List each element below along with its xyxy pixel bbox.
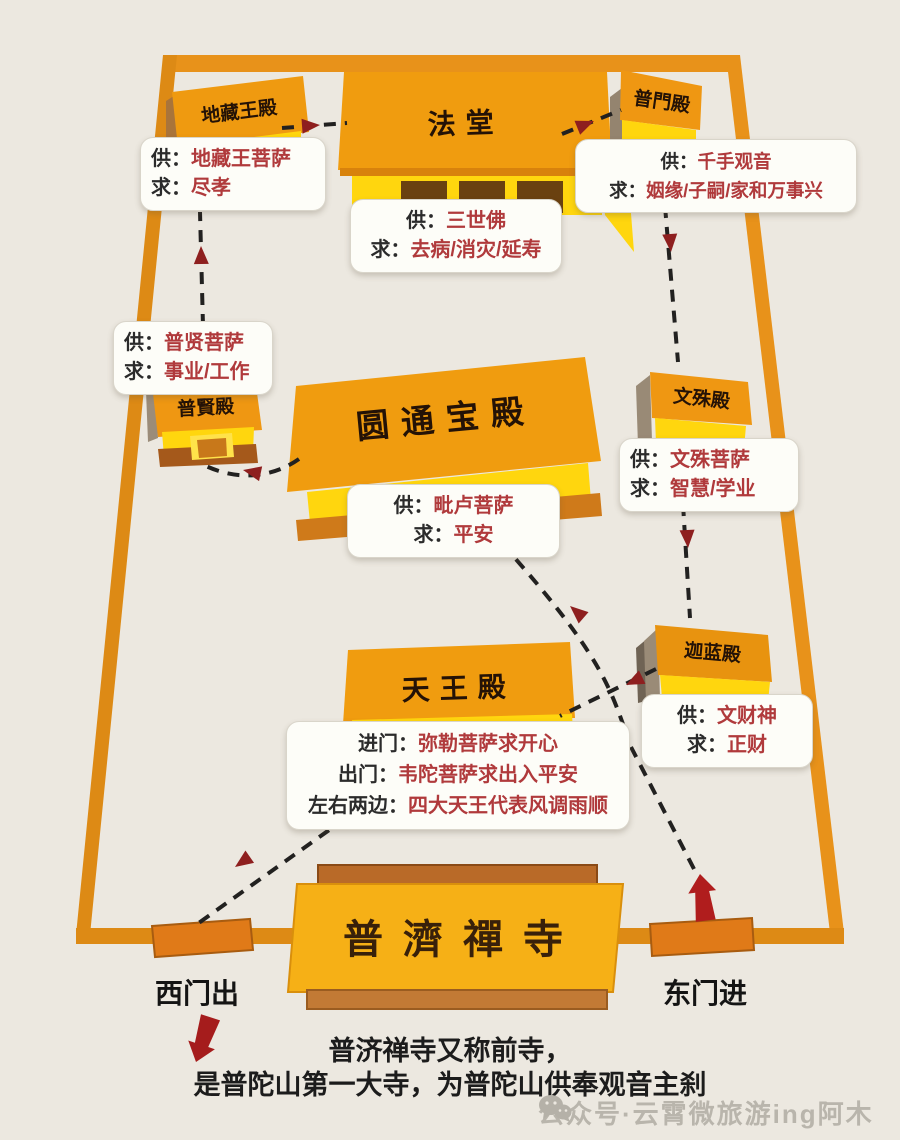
east-gate-label: 东门进	[663, 978, 748, 1009]
card-line: 供：千手观音	[660, 151, 772, 172]
puxian-door-inner	[197, 438, 227, 458]
arrowhead-left-icon	[243, 466, 263, 482]
info-card-qielan: 供：文财神 求：正财	[641, 694, 813, 768]
card-line: 左右两边：四大天王代表风调雨顺	[308, 795, 608, 817]
gate-arrows	[188, 874, 717, 1062]
card-line: 求：去病/消灾/延寿	[370, 239, 542, 261]
wechat-icon	[539, 1095, 572, 1122]
route-puxian-to-dizang	[198, 211, 205, 327]
route-wenshu-to-qielan	[681, 503, 692, 619]
arrowhead-down-icon	[679, 529, 695, 548]
card-line: 求：智慧/学业	[630, 478, 756, 500]
footer-description: 普济禅寺又称前寺， 是普陀山第一大寺，为普陀山供奉观音主刹	[0, 1034, 900, 1102]
footer-line-2: 是普陀山第一大寺，为普陀山供奉观音主刹	[193, 1070, 707, 1100]
qielan-roof	[655, 625, 772, 682]
wall-left	[76, 55, 177, 935]
info-card-yuantong: 供：毗卢菩萨 求：平安	[347, 484, 560, 558]
temple-gate-plaque-board	[286, 883, 625, 993]
puxian-plaque: 普賢殿	[177, 394, 236, 420]
temple-gate-plaque: 普濟禪寺	[343, 916, 583, 963]
info-card-tianwang: 进门：弥勒菩萨求开心 出门：韦陀菩萨求出入平安 左右两边：四大天王代表风调雨顺	[286, 721, 630, 830]
fatang-eave	[340, 168, 610, 176]
arrowhead-downleft-icon	[626, 670, 646, 685]
arrowhead-right-icon	[301, 118, 320, 134]
watermark-text: 公众号·云霄微旅游ing阿木	[538, 1099, 874, 1129]
temple-gate-top-bar	[317, 864, 598, 887]
east-enter-arrow-icon	[688, 874, 717, 922]
east-gate-block	[648, 916, 756, 958]
west-gate-block	[150, 917, 255, 959]
pumen-hall: 普門殿	[610, 70, 702, 150]
wenshu-roof	[650, 372, 752, 425]
card-line: 供：文财神	[677, 705, 777, 727]
qielan-side	[644, 628, 660, 702]
route-qielan-to-tianwang	[559, 667, 657, 718]
route-arrowheads	[193, 118, 695, 867]
wenshu-side	[636, 375, 652, 446]
card-line: 供：毗卢菩萨	[393, 495, 514, 517]
route-tianwang-to-yuantong	[511, 554, 626, 728]
west-exit-arrow-icon	[188, 1014, 221, 1062]
dizang-roof	[172, 76, 309, 148]
qielan-hall: 迦蓝殿	[636, 625, 772, 703]
qielan-plaque: 迦蓝殿	[683, 639, 743, 667]
info-card-fatang: 供：三世佛 求：去病/消灾/延寿	[350, 199, 562, 273]
footer-line-1: 普济禅寺又称前寺，	[328, 1036, 572, 1066]
wall-top	[163, 55, 740, 72]
watermark: 公众号·云霄微旅游ing阿木	[538, 1094, 874, 1131]
fatang-plaque: 法堂	[427, 106, 504, 142]
tianwang-roof	[343, 642, 575, 724]
arrowhead-down-icon	[662, 233, 678, 252]
info-card-dizang: 供：地藏王菩萨 求：尽孝	[140, 137, 326, 211]
pumen-side	[610, 88, 622, 147]
card-line: 求：平安	[413, 524, 494, 546]
fatang-roof	[338, 72, 612, 170]
card-line: 求：尽孝	[151, 177, 231, 199]
pumen-roof	[620, 70, 702, 130]
card-line: 进门：弥勒菩萨求开心	[358, 733, 558, 755]
card-line: 供：普贤菩萨	[124, 332, 244, 354]
info-card-pumen: 供：千手观音 求：姻缘/子嗣/家和万事兴	[575, 139, 857, 213]
tianwang-plaque: 天王殿	[401, 670, 516, 707]
info-card-wenshu: 供：文殊菩萨 求：智慧/学业	[619, 438, 799, 512]
arrowhead-upleft-icon	[570, 606, 589, 624]
card-line: 求：姻缘/子嗣/家和万事兴	[609, 180, 823, 201]
wenshu-hall: 文殊殿	[636, 372, 752, 448]
temple-gate-bottom-bar	[306, 989, 608, 1010]
route-pumen-to-wenshu	[663, 205, 680, 363]
west-gate-label: 西门出	[155, 978, 240, 1009]
temple-gate: 普濟禪寺	[286, 864, 625, 1010]
card-line: 出门：韦陀菩萨求出入平安	[338, 764, 578, 786]
arrowhead-upright-icon	[574, 120, 594, 135]
card-line: 供：地藏王菩萨	[151, 148, 291, 170]
card-line: 求：事业/工作	[124, 361, 250, 383]
card-line: 求：正财	[687, 734, 767, 756]
info-card-puxian: 供：普贤菩萨 求：事业/工作	[113, 321, 273, 395]
route-tianwang-to-westgate	[191, 816, 348, 929]
arrowhead-downleft-icon	[235, 850, 255, 867]
card-line: 供：文殊菩萨	[630, 449, 750, 471]
card-line: 供：三世佛	[406, 210, 506, 232]
arrowhead-up-icon	[193, 246, 209, 265]
route-eastgate-to-qielan	[629, 746, 696, 870]
yuantong-roof	[287, 357, 601, 492]
